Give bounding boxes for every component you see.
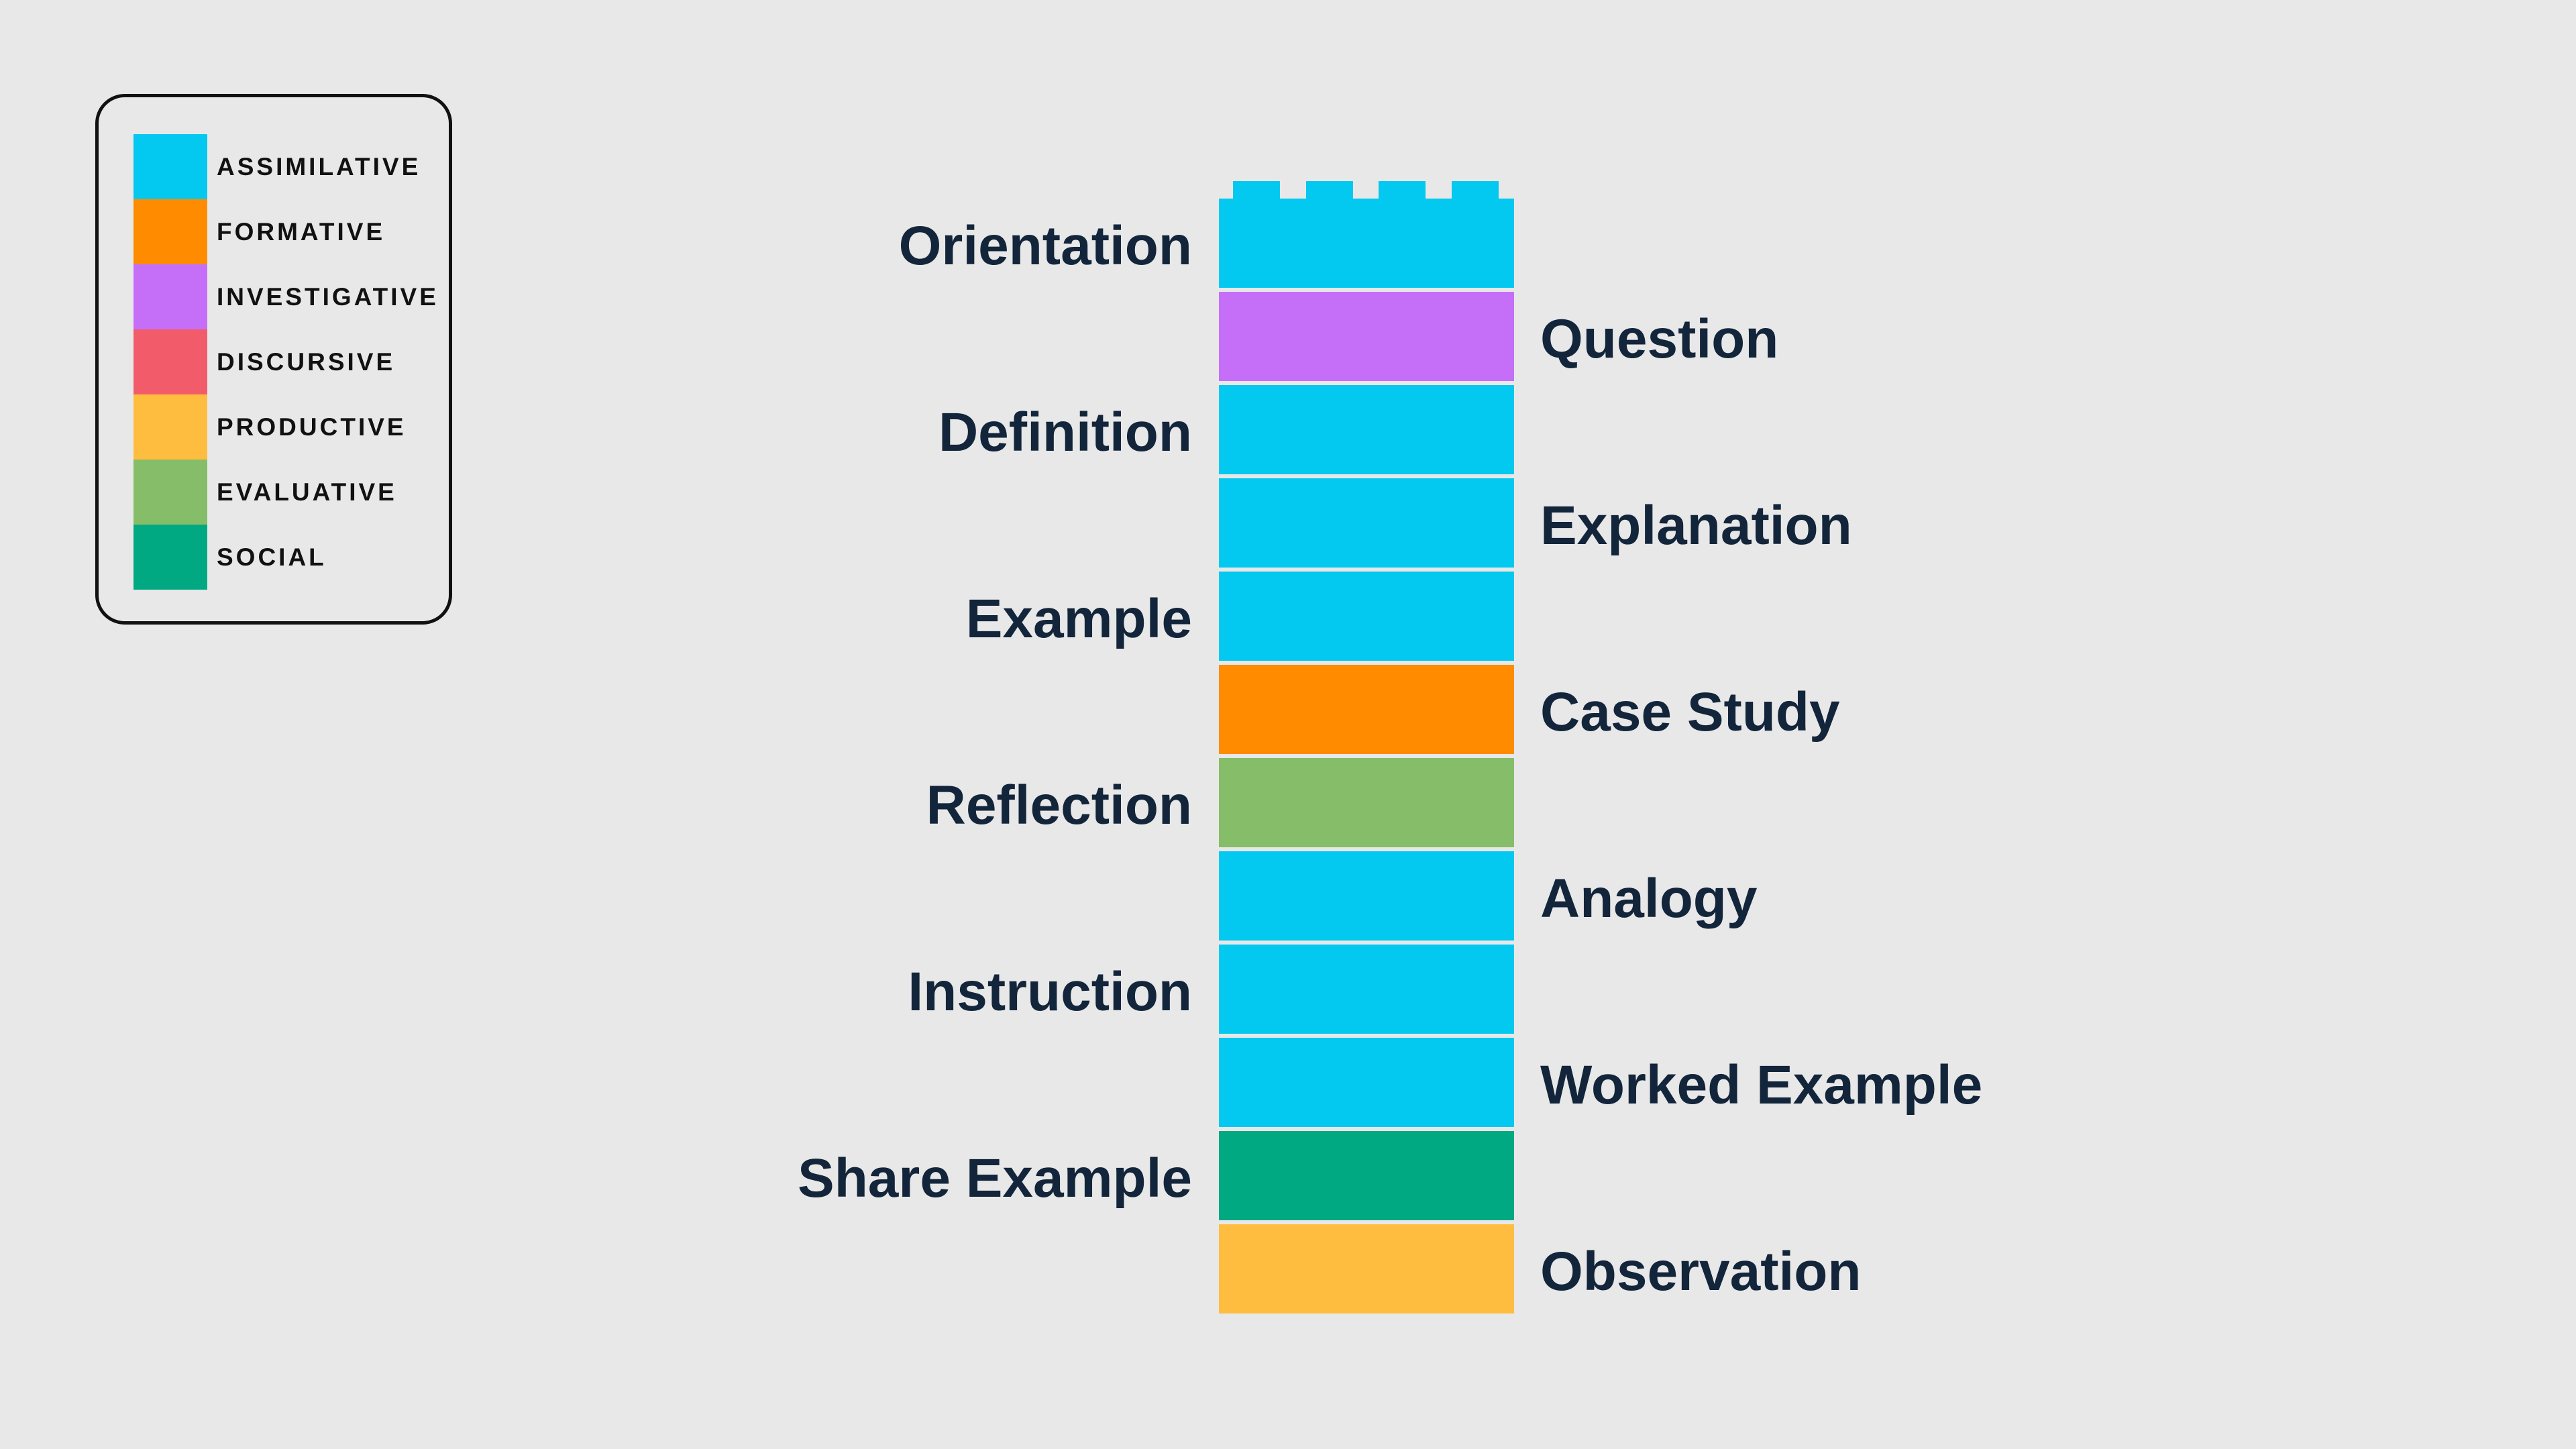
brick-label: Share Example (798, 1147, 1192, 1209)
legend-swatch-discursive (133, 329, 207, 394)
legend-swatch-productive (133, 394, 207, 460)
legend-item-investigative: INVESTIGATIVE (133, 264, 449, 329)
brick-label: Observation (1540, 1240, 1862, 1302)
brick-label: Case Study (1540, 681, 1840, 743)
legend-item-productive: PRODUCTIVE (133, 394, 449, 460)
brick-stud (1306, 181, 1353, 199)
legend-item-social: SOCIAL (133, 525, 449, 590)
legend-swatch-social (133, 525, 207, 590)
legend-label-assimilative: ASSIMILATIVE (217, 153, 421, 180)
brick-assimilative (1219, 385, 1514, 474)
brick-stud (1233, 181, 1280, 199)
legend-swatch-assimilative (133, 134, 207, 199)
brick-productive (1219, 1224, 1514, 1313)
legend-swatch-formative (133, 199, 207, 264)
brick-evaluative (1219, 758, 1514, 847)
brick-tower (1219, 181, 1514, 1313)
brick-label: Instruction (908, 961, 1192, 1022)
legend: ASSIMILATIVE FORMATIVE INVESTIGATIVE DISCUR… (95, 94, 452, 625)
legend-label-productive: PRODUCTIVE (217, 413, 407, 441)
legend-label-formative: FORMATIVE (217, 218, 386, 246)
brick-assimilative (1219, 478, 1514, 568)
legend-label-discursive: DISCURSIVE (217, 348, 396, 376)
brick-stud (1379, 181, 1426, 199)
brick-assimilative (1219, 851, 1514, 941)
brick-label: Example (965, 588, 1192, 649)
brick-label: Question (1540, 308, 1779, 370)
legend-item-formative: FORMATIVE (133, 199, 449, 264)
brick-label: Definition (938, 401, 1192, 463)
legend-item-assimilative: ASSIMILATIVE (133, 134, 449, 199)
brick-assimilative (1219, 1038, 1514, 1127)
brick-label: Orientation (898, 215, 1192, 276)
brick-assimilative (1219, 572, 1514, 661)
brick-label: Explanation (1540, 494, 1852, 556)
brick-stud (1452, 181, 1499, 199)
legend-label-investigative: INVESTIGATIVE (217, 283, 439, 311)
legend-item-discursive: DISCURSIVE (133, 329, 449, 394)
legend-item-evaluative: EVALUATIVE (133, 460, 449, 525)
legend-label-evaluative: EVALUATIVE (217, 478, 397, 506)
brick-investigative (1219, 292, 1514, 381)
brick-label: Analogy (1540, 867, 1758, 929)
brick-label: Worked Example (1540, 1054, 1983, 1116)
legend-label-social: SOCIAL (217, 543, 327, 571)
brick-assimilative (1219, 945, 1514, 1034)
brick-social (1219, 1131, 1514, 1220)
brick-assimilative (1219, 199, 1514, 288)
legend-swatch-investigative (133, 264, 207, 329)
brick-formative (1219, 665, 1514, 754)
brick-label: Reflection (926, 774, 1192, 836)
legend-swatch-evaluative (133, 460, 207, 525)
